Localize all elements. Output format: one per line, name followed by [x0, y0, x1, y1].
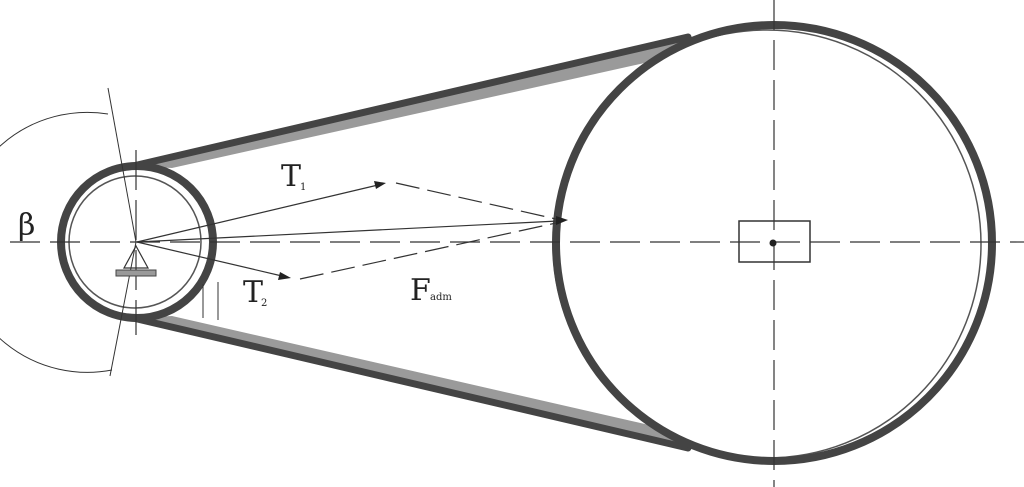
- t1-force-vector: [136, 184, 379, 243]
- f-adm-label: F: [410, 273, 431, 308]
- large-pulley-hub: [738, 220, 811, 263]
- pivot-support-base: [115, 269, 157, 277]
- beta-line-upper: [107, 87, 137, 243]
- upper-belt-line: [129, 33, 692, 170]
- t2-subscript: 2: [261, 298, 267, 309]
- t2-to-resultant-dashed: [299, 222, 557, 280]
- large-pulley-center-dot: [769, 239, 777, 247]
- t1-label: T: [281, 159, 301, 194]
- beta-line-lower: [109, 241, 137, 377]
- t1-arrowhead: [374, 181, 386, 189]
- beta-label: β: [18, 208, 35, 243]
- t2-force-vector: [136, 241, 283, 277]
- beta-arc: [0, 111, 113, 373]
- lower-belt-line: [129, 314, 692, 452]
- t2-label: T: [243, 275, 263, 310]
- pivot-support-symbol: [122, 244, 150, 269]
- f-adm-arrowhead: [556, 216, 568, 225]
- f-adm-subscript: adm: [430, 292, 452, 303]
- t2-arrowhead: [278, 272, 291, 280]
- t1-to-resultant-dashed: [395, 182, 557, 220]
- t1-subscript: 1: [300, 182, 306, 193]
- f-adm-force-vector: [136, 220, 559, 243]
